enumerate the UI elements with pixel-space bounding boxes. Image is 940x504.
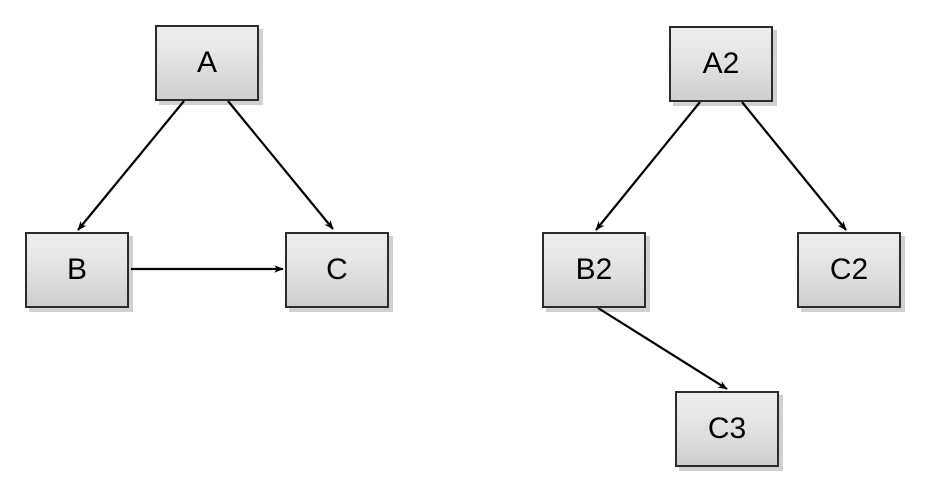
node-b[interactable]: B <box>25 232 129 308</box>
edges-graph-right <box>595 101 847 390</box>
node-label-a: A <box>196 46 217 79</box>
node-label-c3: C3 <box>707 412 747 445</box>
edge-a-to-b <box>77 100 185 231</box>
node-c2[interactable]: C2 <box>797 232 901 308</box>
edge-a-to-c <box>227 100 334 230</box>
node-label-a2: A2 <box>702 47 740 80</box>
node-label-b2: B2 <box>575 253 613 286</box>
node-a[interactable]: A <box>155 25 259 101</box>
node-c3[interactable]: C3 <box>675 391 779 467</box>
edge-a2-to-b2 <box>595 101 701 231</box>
edge-a2-to-c2 <box>741 101 847 231</box>
node-a2[interactable]: A2 <box>669 26 773 102</box>
node-label-c: C <box>326 253 348 286</box>
edge-b2-to-c3 <box>597 307 728 390</box>
node-label-b: B <box>66 253 87 286</box>
node-c[interactable]: C <box>285 232 389 308</box>
node-b2[interactable]: B2 <box>542 232 646 308</box>
node-label-c2: C2 <box>829 253 869 286</box>
edges-graph-left <box>77 100 334 273</box>
